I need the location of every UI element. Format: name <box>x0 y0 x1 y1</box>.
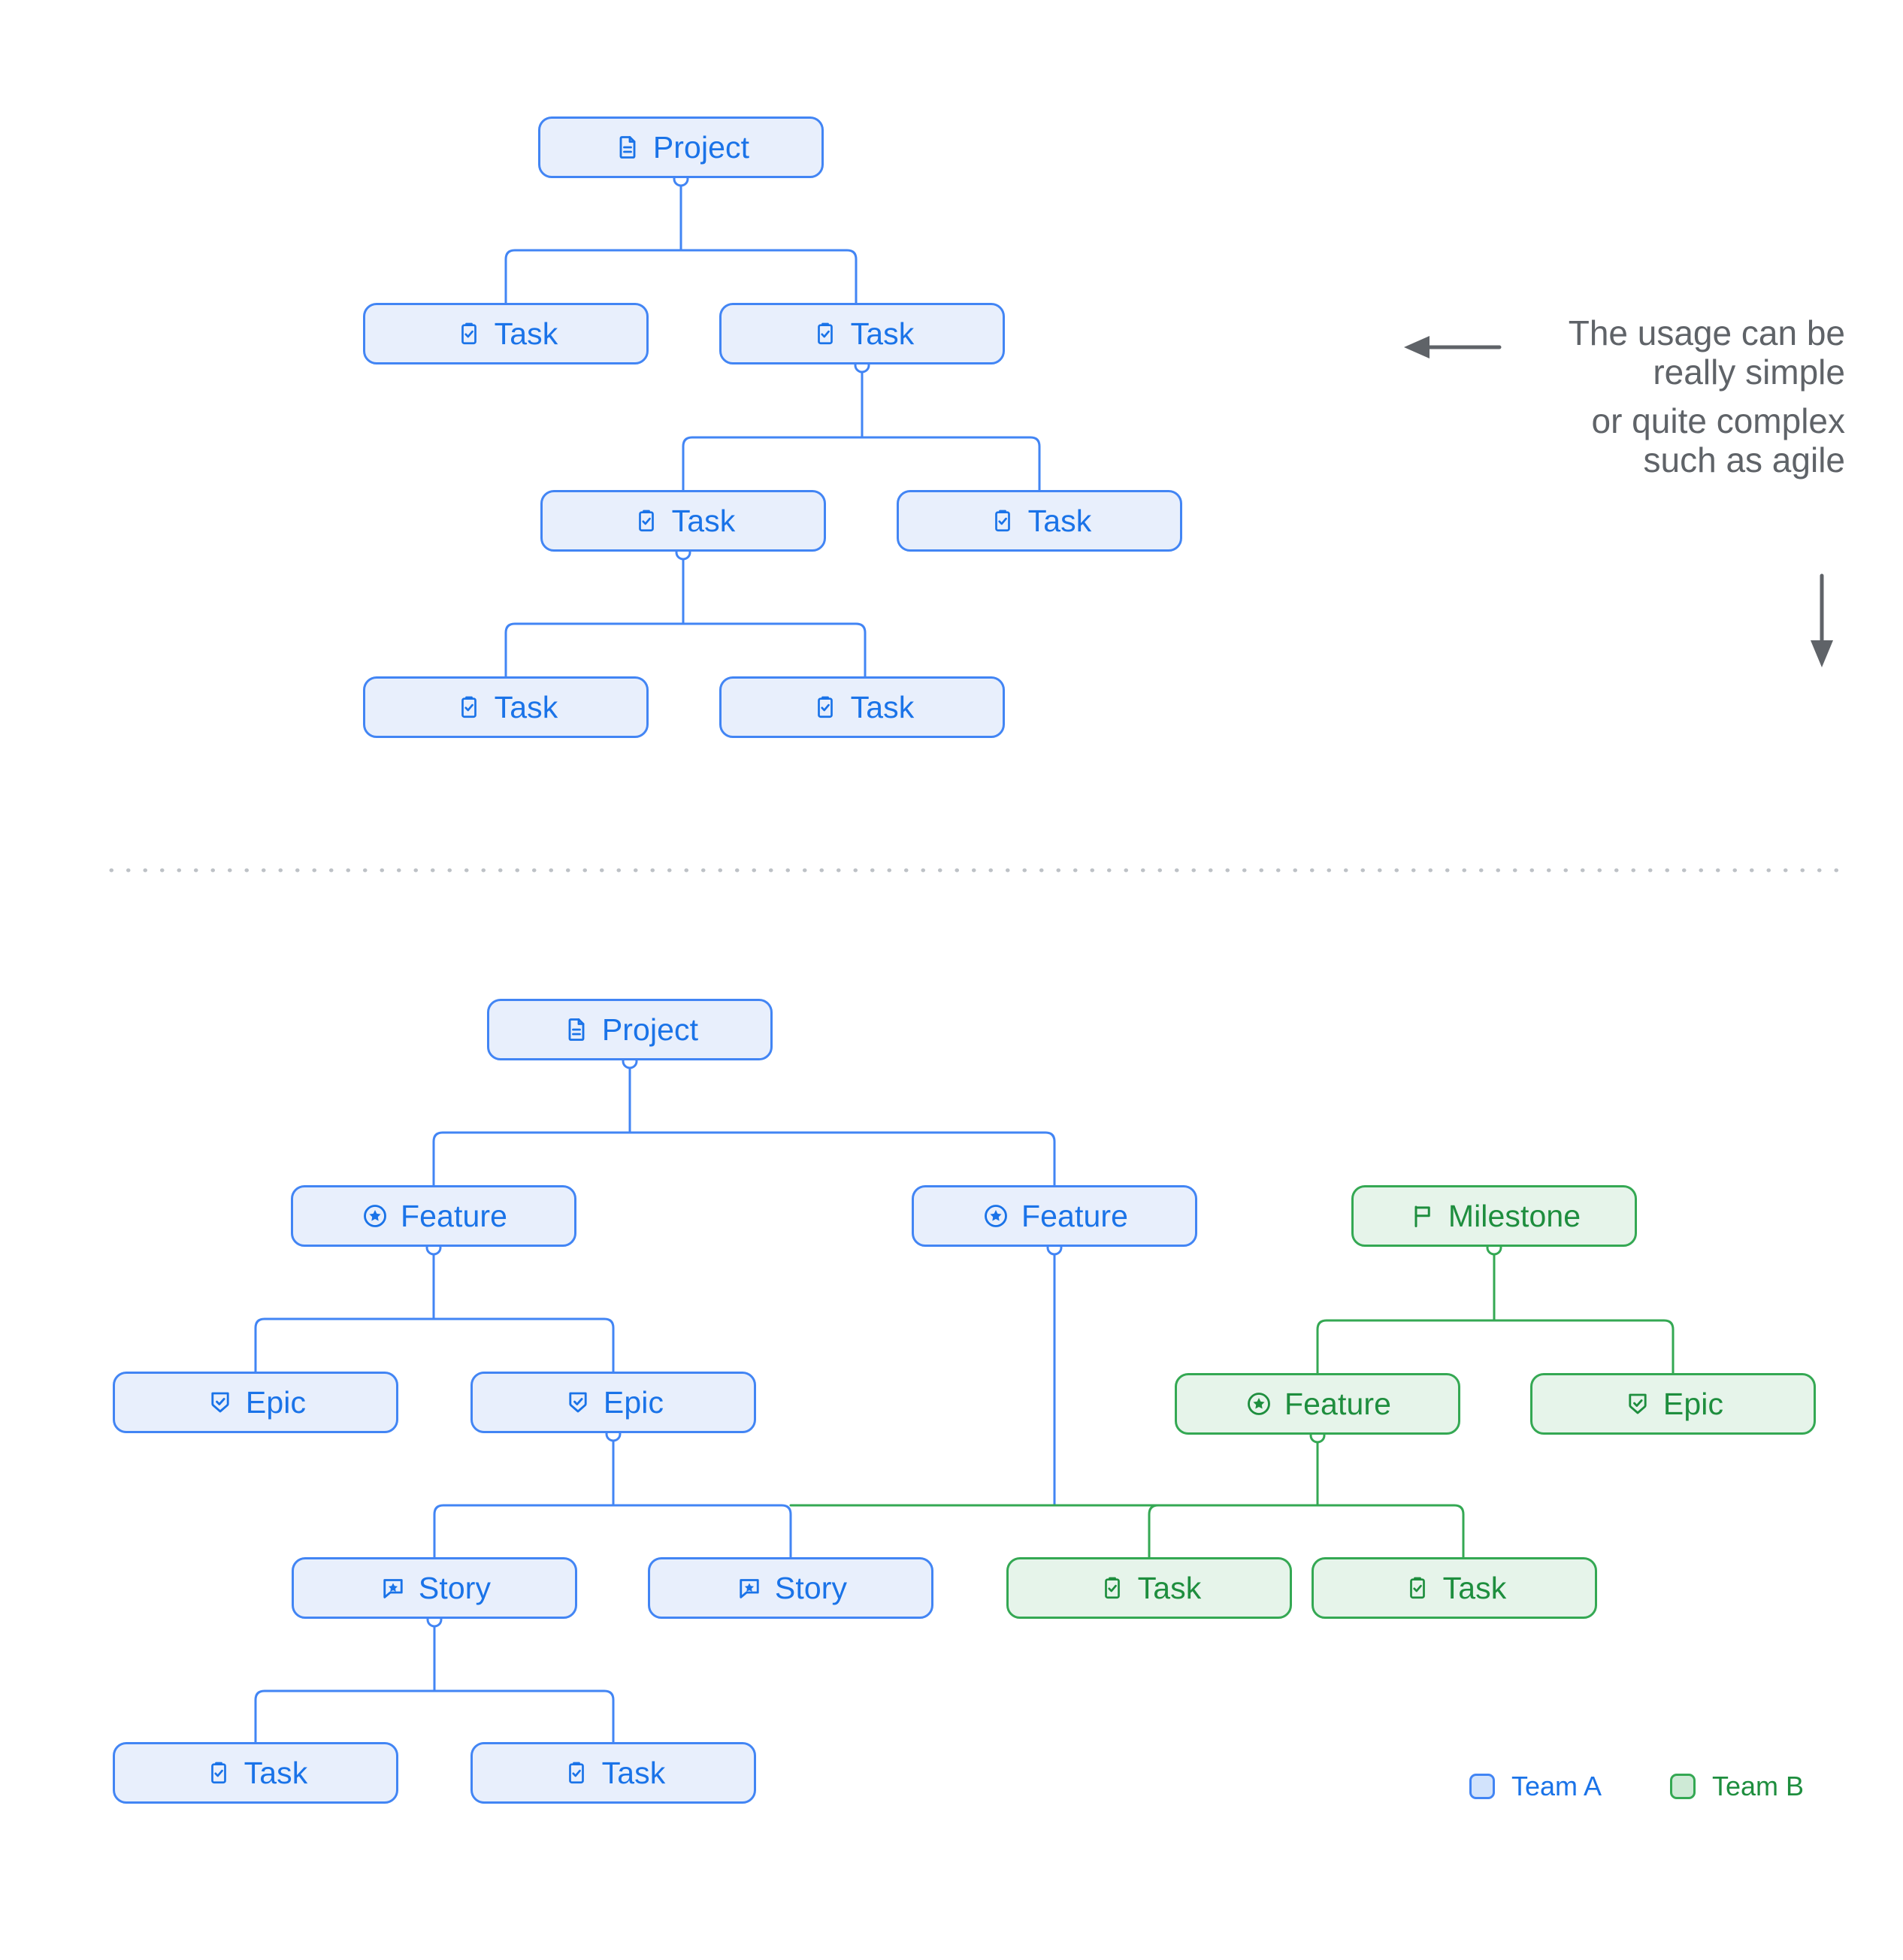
task-clipboard-icon <box>204 1758 234 1788</box>
node-label: Story <box>418 1570 492 1605</box>
document-icon <box>613 132 643 162</box>
node-feature[interactable]: Feature <box>1175 1373 1460 1435</box>
node-task[interactable]: Task <box>719 303 1005 364</box>
node-story[interactable]: Story <box>648 1557 933 1619</box>
node-task[interactable]: Task <box>719 676 1005 738</box>
legend-swatch-team-a <box>1469 1774 1495 1799</box>
node-task[interactable]: Task <box>1006 1557 1292 1619</box>
node-label: Task <box>671 503 736 538</box>
annotation-line: really simple <box>1653 352 1845 392</box>
task-clipboard-icon <box>561 1758 591 1788</box>
legend-swatch-team-b <box>1670 1774 1696 1799</box>
node-milestone[interactable]: Milestone <box>1351 1185 1637 1247</box>
node-label: Epic <box>1662 1386 1724 1421</box>
node-label: Epic <box>245 1384 307 1420</box>
task-clipboard-icon <box>454 692 484 722</box>
legend-item-team-a[interactable]: Team A <box>1469 1771 1602 1802</box>
legend-item-team-b[interactable]: Team B <box>1670 1771 1804 1802</box>
node-task[interactable]: Task <box>1312 1557 1597 1619</box>
annotation-line: The usage can be <box>1568 313 1845 352</box>
node-project[interactable]: Project <box>487 999 773 1060</box>
annotation-text: The usage can be really simple or quite … <box>1439 313 1846 479</box>
node-label: Task <box>1137 1570 1202 1605</box>
node-label: Project <box>601 1012 699 1047</box>
task-clipboard-icon <box>1402 1573 1433 1603</box>
feature-star-icon <box>981 1201 1011 1231</box>
node-label: Task <box>850 316 915 351</box>
node-epic[interactable]: Epic <box>113 1372 398 1433</box>
node-story[interactable]: Story <box>292 1557 577 1619</box>
node-task[interactable]: Task <box>113 1742 398 1804</box>
task-clipboard-icon <box>810 692 840 722</box>
annotation-line: such as agile <box>1643 440 1846 479</box>
edges-upper <box>504 177 1041 678</box>
legend-label: Team B <box>1712 1771 1805 1801</box>
epic-shield-icon <box>563 1387 593 1417</box>
node-label: Task <box>601 1755 666 1790</box>
node-task[interactable]: Task <box>897 490 1182 552</box>
document-icon <box>561 1015 591 1045</box>
node-task[interactable]: Task <box>470 1742 756 1804</box>
milestone-flag-icon <box>1408 1201 1438 1231</box>
legend-label: Team A <box>1511 1771 1602 1801</box>
task-clipboard-icon <box>988 506 1018 536</box>
edge-endpoint-dots-lower <box>425 1053 1502 1628</box>
node-label: Feature <box>1021 1198 1128 1233</box>
task-clipboard-icon <box>1097 1573 1127 1603</box>
epic-shield-icon <box>205 1387 235 1417</box>
node-task[interactable]: Task <box>363 303 649 364</box>
node-task[interactable]: Task <box>363 676 649 738</box>
node-label: Project <box>652 129 750 165</box>
node-label: Feature <box>1284 1386 1391 1421</box>
node-epic[interactable]: Epic <box>470 1372 756 1433</box>
feature-star-icon <box>360 1201 390 1231</box>
node-label: Task <box>850 689 915 724</box>
node-task[interactable]: Task <box>540 490 826 552</box>
task-clipboard-icon <box>454 319 484 349</box>
node-feature[interactable]: Feature <box>291 1185 576 1247</box>
node-label: Task <box>494 689 558 724</box>
node-label: Task <box>1027 503 1092 538</box>
node-label: Epic <box>603 1384 664 1420</box>
node-label: Story <box>774 1570 848 1605</box>
story-bubble-icon <box>734 1573 764 1603</box>
node-feature[interactable]: Feature <box>912 1185 1197 1247</box>
node-epic[interactable]: Epic <box>1530 1373 1816 1435</box>
annotation-line: or quite complex <box>1591 401 1846 441</box>
node-label: Task <box>494 316 558 351</box>
node-label: Task <box>244 1755 308 1790</box>
epic-shield-icon <box>1623 1389 1653 1419</box>
node-label: Task <box>1442 1570 1507 1605</box>
arrow-down-icon <box>1811 573 1833 667</box>
node-label: Milestone <box>1448 1198 1581 1233</box>
task-clipboard-icon <box>810 319 840 349</box>
node-project[interactable]: Project <box>538 116 824 178</box>
node-label: Feature <box>401 1198 507 1233</box>
task-clipboard-icon <box>631 506 661 536</box>
feature-star-icon <box>1244 1389 1274 1419</box>
story-bubble-icon <box>378 1573 408 1603</box>
